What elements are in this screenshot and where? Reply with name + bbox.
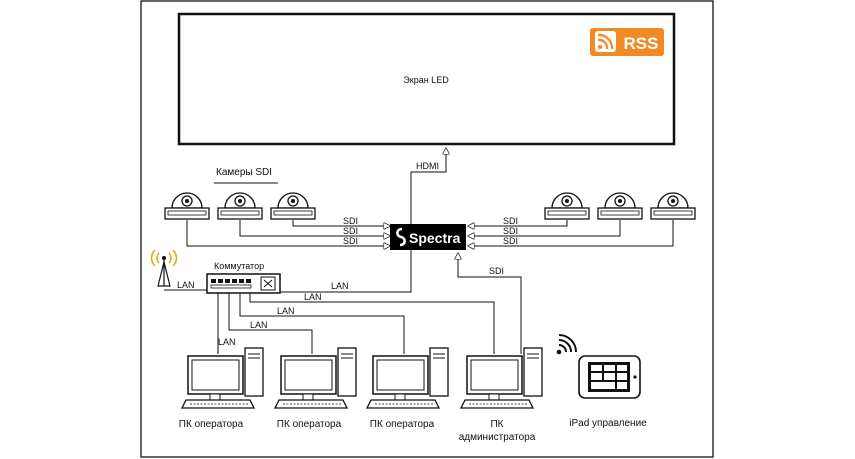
pc-label: ПК оператора: [179, 419, 244, 430]
lan-link: [249, 293, 495, 354]
switch-icon: [206, 273, 281, 294]
antenna-icon: [150, 249, 178, 287]
hdmi-label: HDMI: [416, 161, 439, 171]
wifi-icon: [556, 334, 577, 355]
sdi-link: [458, 253, 522, 354]
camera-icon: [544, 192, 590, 220]
switch-label: Коммутатор: [214, 261, 264, 271]
sdi-label: SDI: [343, 216, 358, 226]
rss-badge: RSS: [590, 28, 664, 56]
lan-link: [228, 293, 313, 354]
diagram-frame: [140, 0, 714, 458]
sdi-label: SDI: [343, 226, 358, 236]
rss-icon: [595, 31, 616, 52]
lan-label: LAN: [177, 280, 195, 290]
pc-label: администратора: [459, 432, 536, 443]
sdi-link: [239, 220, 390, 236]
spectra-logo-icon: [396, 227, 406, 247]
pc-icon: [460, 347, 543, 409]
led-screen-label: Экран LED: [403, 75, 449, 85]
sdi-label: SDI: [503, 226, 518, 236]
ipad-icon: [578, 355, 641, 399]
pc-label: ПК: [490, 419, 503, 430]
lan-label: LAN: [218, 337, 236, 347]
sdi-label: SDI: [489, 266, 504, 276]
lan-label: LAN: [250, 320, 268, 330]
camera-icon: [164, 192, 210, 220]
lan-link: [280, 250, 412, 293]
pc-icon: [181, 347, 264, 409]
camera-icon: [650, 192, 696, 220]
rss-label: RSS: [624, 34, 659, 53]
sdi-label: SDI: [503, 216, 518, 226]
pc-icon: [274, 347, 357, 409]
sdi-label: SDI: [503, 236, 518, 246]
pc-icon: [366, 347, 449, 409]
sdi-link: [186, 220, 390, 246]
pc-label: ПК оператора: [370, 419, 435, 430]
cameras-title: Камеры SDI: [216, 167, 272, 178]
camera-icon: [217, 192, 263, 220]
lan-link: [239, 293, 405, 354]
sdi-link: [468, 220, 674, 246]
lan-label: LAN: [277, 306, 295, 316]
camera-icon: [597, 192, 643, 220]
spectra-label: Spectra: [409, 230, 461, 246]
ipad-label: iPad управление: [569, 418, 647, 429]
sdi-link: [292, 220, 390, 226]
spectra-box: Spectra: [390, 224, 466, 250]
sdi-link: [468, 220, 621, 236]
sdi-link: [468, 220, 568, 226]
camera-icon: [270, 192, 316, 220]
lan-label: LAN: [304, 292, 322, 302]
lan-label: LAN: [331, 281, 349, 291]
hdmi-link: [410, 148, 446, 230]
sdi-label: SDI: [343, 236, 358, 246]
pc-label: ПК оператора: [277, 419, 342, 430]
